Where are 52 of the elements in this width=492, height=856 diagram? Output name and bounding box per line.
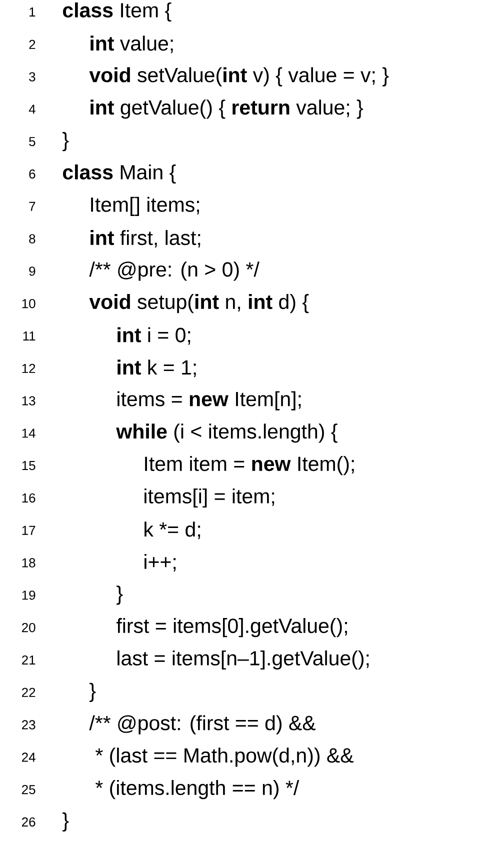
line-number: 15 [22, 461, 36, 470]
line-number: 24 [22, 752, 36, 762]
line-number: 1 [30, 8, 36, 16]
code-line: int i = 0; [118, 327, 190, 345]
code-line: } [62, 132, 69, 152]
line-number: 14 [22, 428, 36, 438]
line-number: 4 [28, 104, 36, 114]
code-line: } [90, 682, 96, 702]
line-number: 20 [22, 622, 36, 632]
line-number: 26 [22, 817, 36, 827]
code-line: i++; [144, 554, 176, 572]
line-number: 9 [29, 266, 36, 276]
code-line: } [116, 586, 123, 605]
code-line: /** @pre: (n > 0) */ [89, 262, 260, 281]
line-number: 11 [23, 332, 36, 340]
code-line: k *= d; [144, 522, 200, 540]
line-number: 12 [22, 364, 36, 373]
line-number: 19 [22, 590, 36, 600]
code-line: void setValue(int v) { value = v; } [89, 67, 389, 86]
line-number: 13 [22, 396, 36, 406]
code-line: int value; [90, 36, 173, 54]
line-number: 22 [22, 688, 36, 697]
code-line: int getValue() { return value; } [90, 100, 363, 119]
line-number: 18 [22, 558, 36, 568]
line-number: 21 [22, 655, 36, 665]
code-line: first = items[0].getValue(); [116, 618, 347, 638]
line-number: 6 [29, 169, 36, 179]
line-number: 23 [22, 720, 36, 730]
code-line: while (i < items.length) { [116, 424, 338, 443]
line-number: 7 [29, 202, 36, 211]
code-line: items[i] = item; [144, 488, 274, 508]
code-line: int first, last; [90, 230, 200, 248]
code-line: items = new Item[n]; [118, 391, 301, 410]
line-number: 25 [22, 784, 36, 794]
code-line: Item[] items; [91, 196, 199, 216]
code-line: class Item { [63, 2, 172, 22]
code-line: * (items.length == n) */ [96, 780, 300, 800]
line-number: 3 [29, 72, 36, 82]
code-line: Item item = new Item(); [145, 456, 354, 476]
line-number: 10 [22, 299, 36, 308]
code-line: class Main { [63, 164, 176, 184]
code-line: } [62, 812, 69, 832]
line-number: 8 [29, 234, 36, 244]
code-line: last = items[n–1].getValue(); [118, 650, 369, 670]
code-line: * (last == Math.pow(d,n)) && [96, 748, 354, 767]
line-number: 2 [29, 40, 36, 49]
line-number: 17 [22, 526, 36, 535]
code-line: /** @post: (first == d) && [89, 715, 316, 734]
line-number: 5 [29, 137, 36, 146]
line-number: 16 [22, 493, 36, 503]
code-line: int k = 1; [118, 360, 196, 378]
code-line: void setup(int n, int d) { [89, 294, 309, 314]
